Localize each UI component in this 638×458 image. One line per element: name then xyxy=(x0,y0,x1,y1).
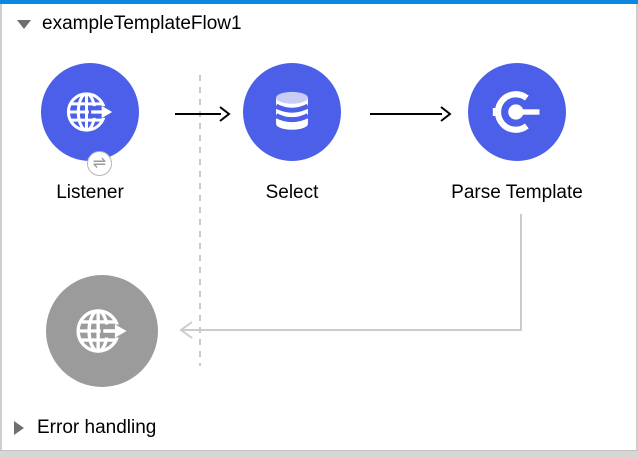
message-source-badge: ⇌ xyxy=(87,151,112,176)
horizontal-scrollbar-track[interactable] xyxy=(0,450,638,458)
frame-border-right xyxy=(636,4,638,451)
globe-arrow-icon xyxy=(76,309,128,353)
node-listener[interactable] xyxy=(41,63,139,161)
parse-template-icon xyxy=(492,91,540,133)
node-parse-template-label: Parse Template xyxy=(451,182,583,203)
globe-arrow-icon xyxy=(66,92,114,132)
error-handling-row[interactable]: Error handling xyxy=(14,417,156,439)
expand-triangle-icon[interactable] xyxy=(14,421,24,435)
flow-header: exampleTemplateFlow1 xyxy=(17,13,242,35)
frame-border-left xyxy=(0,4,2,451)
arrow-listener-to-select[interactable] xyxy=(175,106,231,122)
error-handling-label[interactable]: Error handling xyxy=(37,417,157,438)
node-parse-template[interactable] xyxy=(468,63,566,161)
node-listener-response[interactable] xyxy=(46,275,158,387)
node-listener-label: Listener xyxy=(56,182,124,203)
collapse-triangle-icon[interactable] xyxy=(17,19,31,29)
arrow-select-to-parse-template[interactable] xyxy=(370,106,452,122)
database-icon xyxy=(274,91,310,130)
response-connector-gray[interactable] xyxy=(179,214,522,339)
node-select[interactable] xyxy=(243,63,341,161)
flow-title[interactable]: exampleTemplateFlow1 xyxy=(42,13,242,34)
node-select-label: Select xyxy=(265,182,319,203)
top-accent-bar xyxy=(0,0,638,4)
